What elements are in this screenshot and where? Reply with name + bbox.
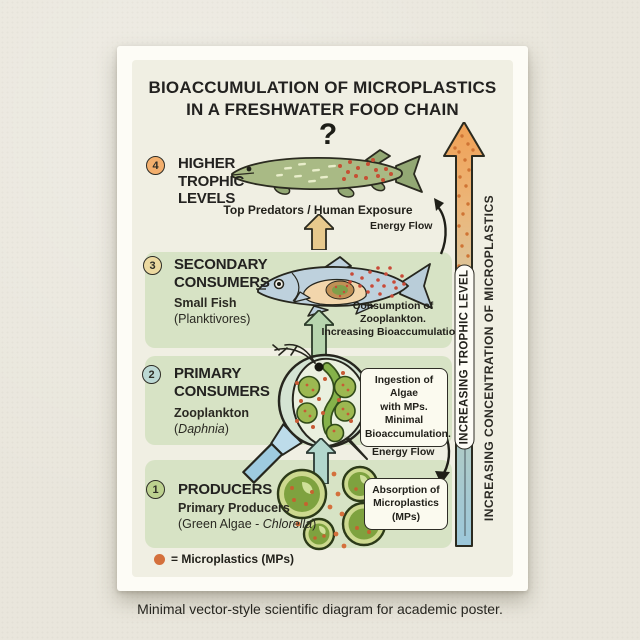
up-arrow-green-icon (304, 310, 334, 356)
level1-title: PRODUCERS (178, 481, 273, 498)
level3-badge: 3 (143, 256, 162, 275)
poster-title: BIOACCUMULATION OF MICROPLASTICS IN A FR… (148, 78, 497, 120)
page-caption: Minimal vector-style scientific diagram … (137, 601, 503, 617)
level1-subtitle2: (Green Algae - Chlorella) (178, 517, 317, 531)
level2-badge: 2 (142, 365, 161, 384)
question-mark: ? (318, 118, 338, 151)
small-fish-icon (256, 256, 433, 317)
level3-subtitle2: (Planktivores) (174, 312, 251, 326)
increasing-trophic-level-label: INCREASING TROPHIC LEVEL (454, 264, 475, 450)
level4-title: HIGHER TROPHIC LEVELS (178, 155, 245, 208)
absorption-note-box: Absorption of Microplastics (MPs) (364, 478, 448, 531)
level1-badge: 1 (146, 480, 165, 499)
pike-fish-icon (231, 149, 423, 198)
consumption-annotation: Consumption of Zooplankton. Increasing B… (321, 300, 465, 339)
level1-subtitle: Primary Producers (178, 501, 290, 515)
poster-content-area: BIOACCUMULATION OF MICROPLASTICS IN A FR… (132, 60, 513, 577)
poster-card: BIOACCUMULATION OF MICROPLASTICS IN A FR… (117, 46, 528, 591)
legend-label: = Microplastics (MPs) (171, 552, 295, 566)
level2-title: PRIMARY CONSUMERS (174, 365, 270, 400)
up-arrow-teal-icon (306, 438, 336, 484)
energy-flow-bottom-label: Energy Flow (372, 446, 435, 458)
level2-subtitle: Zooplankton (174, 406, 249, 420)
level4-badge: 4 (146, 156, 165, 175)
up-arrow-tan-icon (304, 214, 334, 250)
ingestion-note-box: Ingestion of Algae with MPs. Minimal Bio… (360, 368, 451, 447)
level3-title: SECONDARY CONSUMERS (174, 256, 270, 291)
energy-flow-top-arrow-icon (434, 198, 447, 255)
level4-organism-caption: Top Predators / Human Exposure (223, 203, 413, 217)
legend: = Microplastics (MPs) (154, 552, 294, 566)
level3-subtitle: Small Fish (174, 296, 237, 310)
increasing-concentration-label: INCREASING CONCENTRATION OF MICROPLASTIC… (482, 194, 496, 522)
daphnia-magnifier-icon (242, 343, 373, 484)
microplastic-dot-icon (154, 553, 165, 565)
energy-flow-top-label: Energy Flow (370, 220, 433, 232)
level2-subtitle2: (Daphnia) (174, 422, 229, 436)
